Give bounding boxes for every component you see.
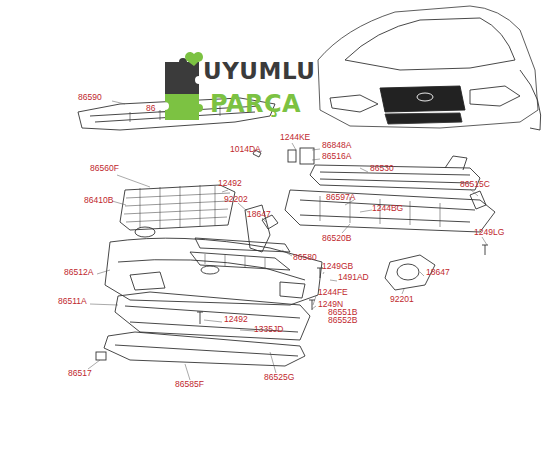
callout-number: 92202 xyxy=(224,195,248,204)
callout-number: 18647 xyxy=(426,268,450,277)
callout-number: 86410B xyxy=(84,196,113,205)
callout-number: 1244FE xyxy=(318,288,348,297)
callout-number: 86560F xyxy=(90,164,119,173)
callout-number: 86848A xyxy=(322,141,351,150)
callout-number: 86590 xyxy=(78,93,102,102)
callout-number: 1014DA xyxy=(230,145,261,154)
callout-number: 12492 xyxy=(224,315,248,324)
callout-number: 1244BG xyxy=(372,204,403,213)
watermark: UYUMLU xyxy=(203,60,315,83)
callout-number: 86511A xyxy=(58,297,87,306)
callout-number: 86530 xyxy=(370,164,394,173)
callout-number: 86516A xyxy=(322,152,351,161)
watermark: PARÇA xyxy=(210,92,301,116)
callout-number: 86515C xyxy=(460,180,490,189)
callout-number: 1491AD xyxy=(338,273,369,282)
callout-number: 86517 xyxy=(68,369,92,378)
callout-number: 86512A xyxy=(64,268,93,277)
callout-number: 12492 xyxy=(218,179,242,188)
callout-number: 86 xyxy=(146,104,155,113)
callout-number: 1249GB xyxy=(322,262,353,271)
callout-number: 1244KE xyxy=(280,133,310,142)
callout-number: 86597A xyxy=(326,193,355,202)
callout-number: 92201 xyxy=(390,295,414,304)
callout-number: 86585F xyxy=(175,380,204,389)
callout-number: 86525G xyxy=(264,373,294,382)
callout-number: 1249LG xyxy=(474,228,504,237)
callout-number: 1335JD xyxy=(254,325,283,334)
callout-number: 86580 xyxy=(293,253,317,262)
callout-number: 18647 xyxy=(247,210,271,219)
callout-number: 86520B xyxy=(322,234,351,243)
callout-number: 86552B xyxy=(328,316,357,325)
